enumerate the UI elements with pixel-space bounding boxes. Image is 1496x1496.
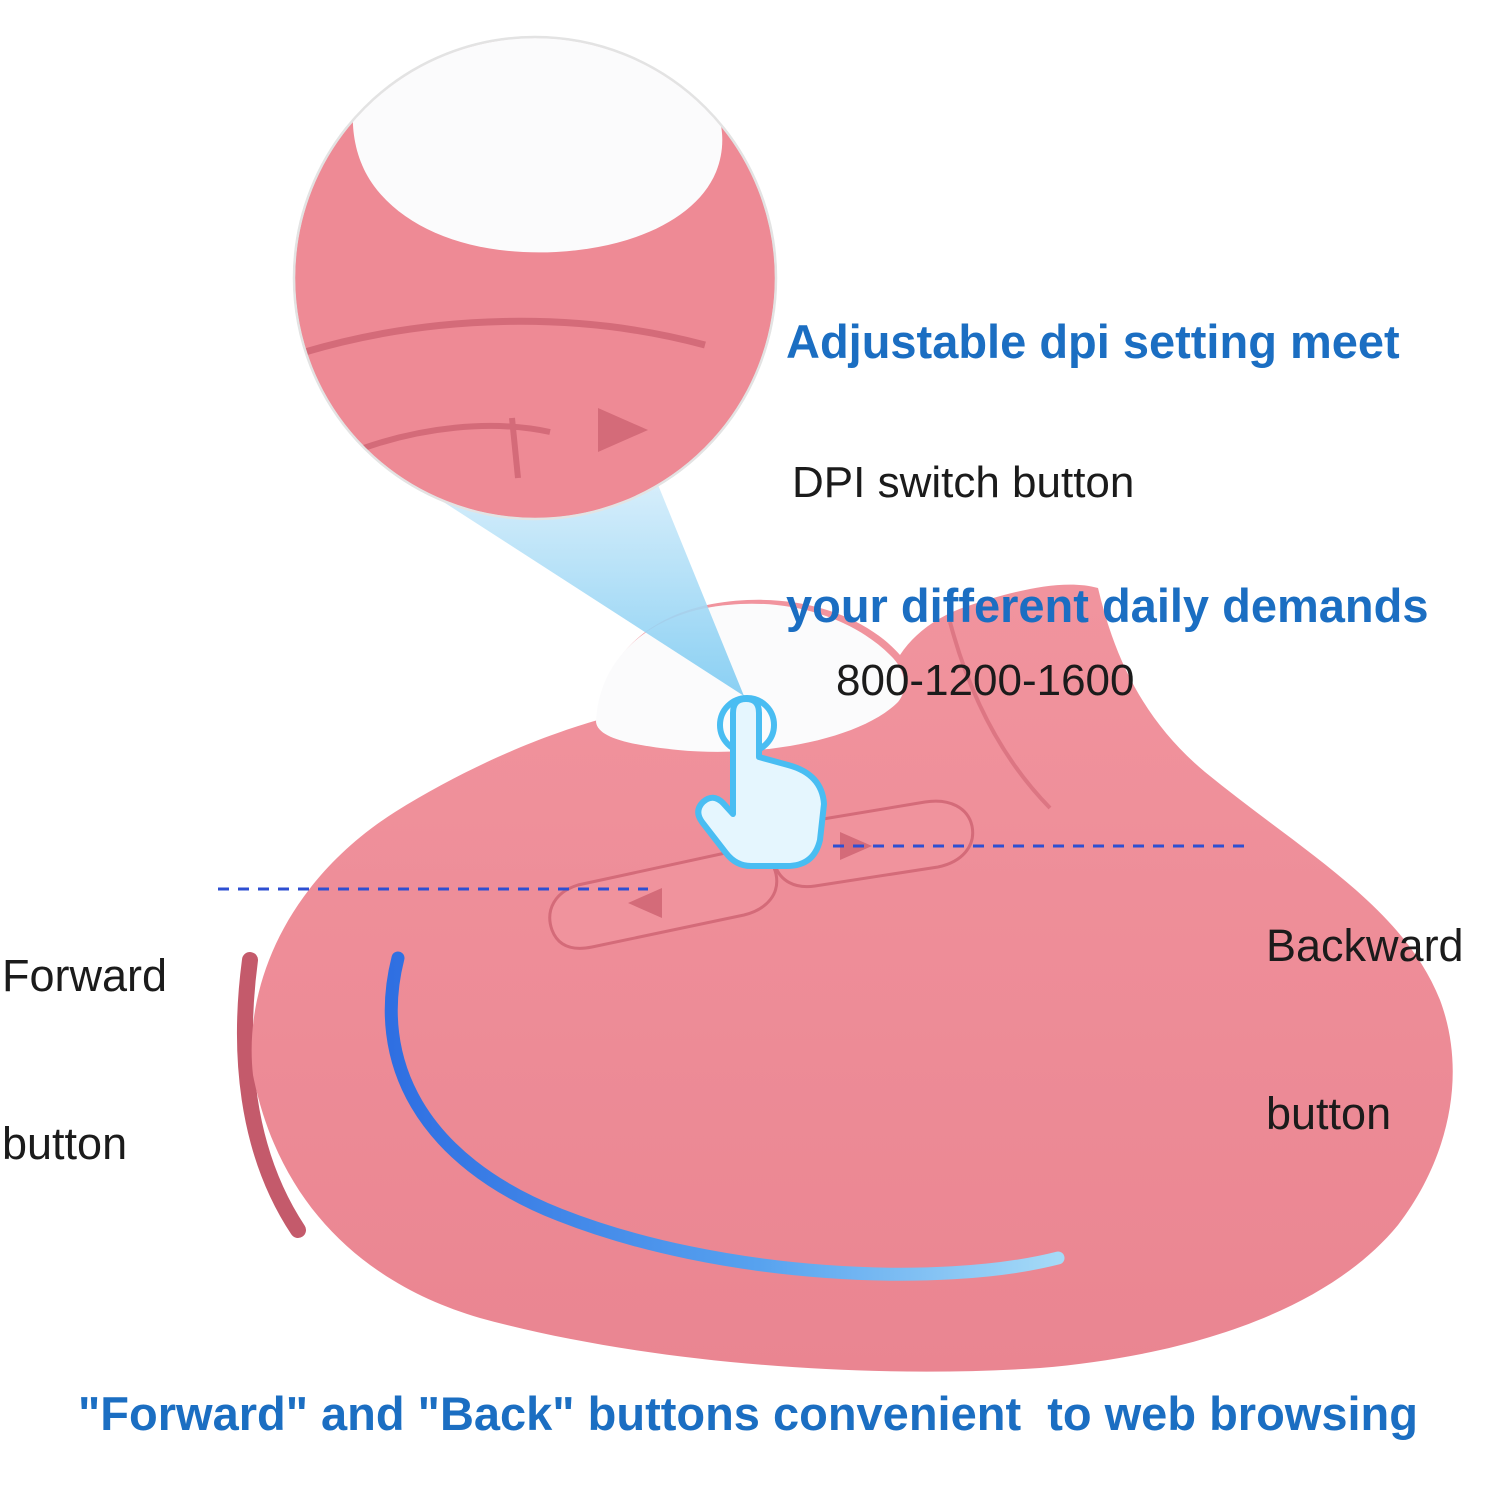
- led-strip: [384, 951, 1065, 1281]
- zoom-crease-upper: [304, 317, 706, 356]
- headline-line2: your different daily demands: [786, 579, 1429, 632]
- tap-hand-icon: [695, 695, 827, 869]
- headline-line1: Adjustable dpi setting meet: [786, 315, 1400, 368]
- zoom-triangle-icon: [598, 408, 648, 452]
- forward-button-shape: [548, 848, 779, 950]
- tap-hand-shape: [695, 696, 827, 869]
- headline: Adjustable dpi setting meet your differe…: [786, 122, 1428, 826]
- mouse-body: [251, 584, 1453, 1372]
- forward-label-line2: button: [2, 1118, 128, 1169]
- backward-label-line2: button: [1266, 1088, 1392, 1139]
- magnifier-circle-inset: [292, 35, 778, 521]
- dpi-note-line1: DPI switch button: [792, 458, 1135, 507]
- dpi-note: DPI switch button 800-1200-1600: [792, 318, 1134, 846]
- backward-button-label: Backward button: [1266, 806, 1464, 1254]
- vertical-mouse: [237, 584, 1453, 1372]
- dpi-note-line2: 800-1200-1600: [836, 656, 1135, 705]
- zoom-dpi-button-area: [352, 38, 723, 253]
- footer-tagline: "Forward" and "Back" buttons convenient …: [78, 1387, 1418, 1440]
- magnifier-ring: [292, 35, 778, 521]
- forward-label-line1: Forward: [2, 950, 168, 1001]
- mouse-base-edge: [237, 952, 306, 1238]
- forward-triangle-icon: [628, 888, 662, 918]
- zoom-crease-notch: [509, 417, 521, 479]
- backward-label-line1: Backward: [1266, 920, 1464, 971]
- zoom-crease-lower: [343, 422, 551, 458]
- forward-button-label: Forward button: [2, 836, 167, 1284]
- fin-crease: [948, 621, 1052, 810]
- zoom-cone: [428, 470, 744, 696]
